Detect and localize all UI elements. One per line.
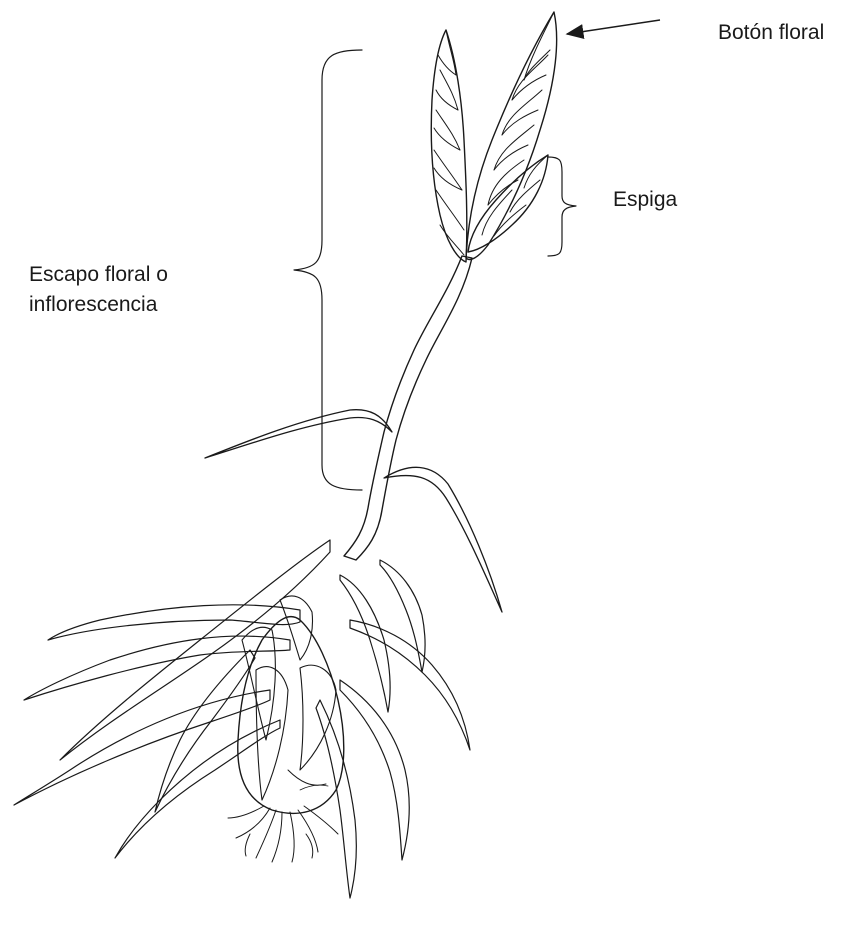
escapo-label-line2: inflorescencia	[29, 290, 168, 320]
espiga-label: Espiga	[613, 185, 677, 215]
boton-floral-label: Botón floral	[718, 18, 824, 48]
roots	[228, 806, 338, 862]
escapo-label-line1: Escapo floral o	[29, 260, 168, 290]
escapo-bracket	[294, 50, 362, 490]
espiga-bracket	[548, 157, 576, 256]
boton-floral-arrow	[567, 20, 660, 34]
basal-leaves	[14, 540, 470, 898]
floral-stem	[344, 256, 472, 560]
upper-left-leaf	[205, 410, 392, 458]
right-stem-leaf	[384, 467, 502, 612]
espiga-spike	[468, 155, 548, 252]
left-spike	[431, 30, 467, 262]
escapo-label: Escapo floral o inflorescencia	[29, 260, 168, 320]
pseudobulb	[238, 596, 344, 813]
